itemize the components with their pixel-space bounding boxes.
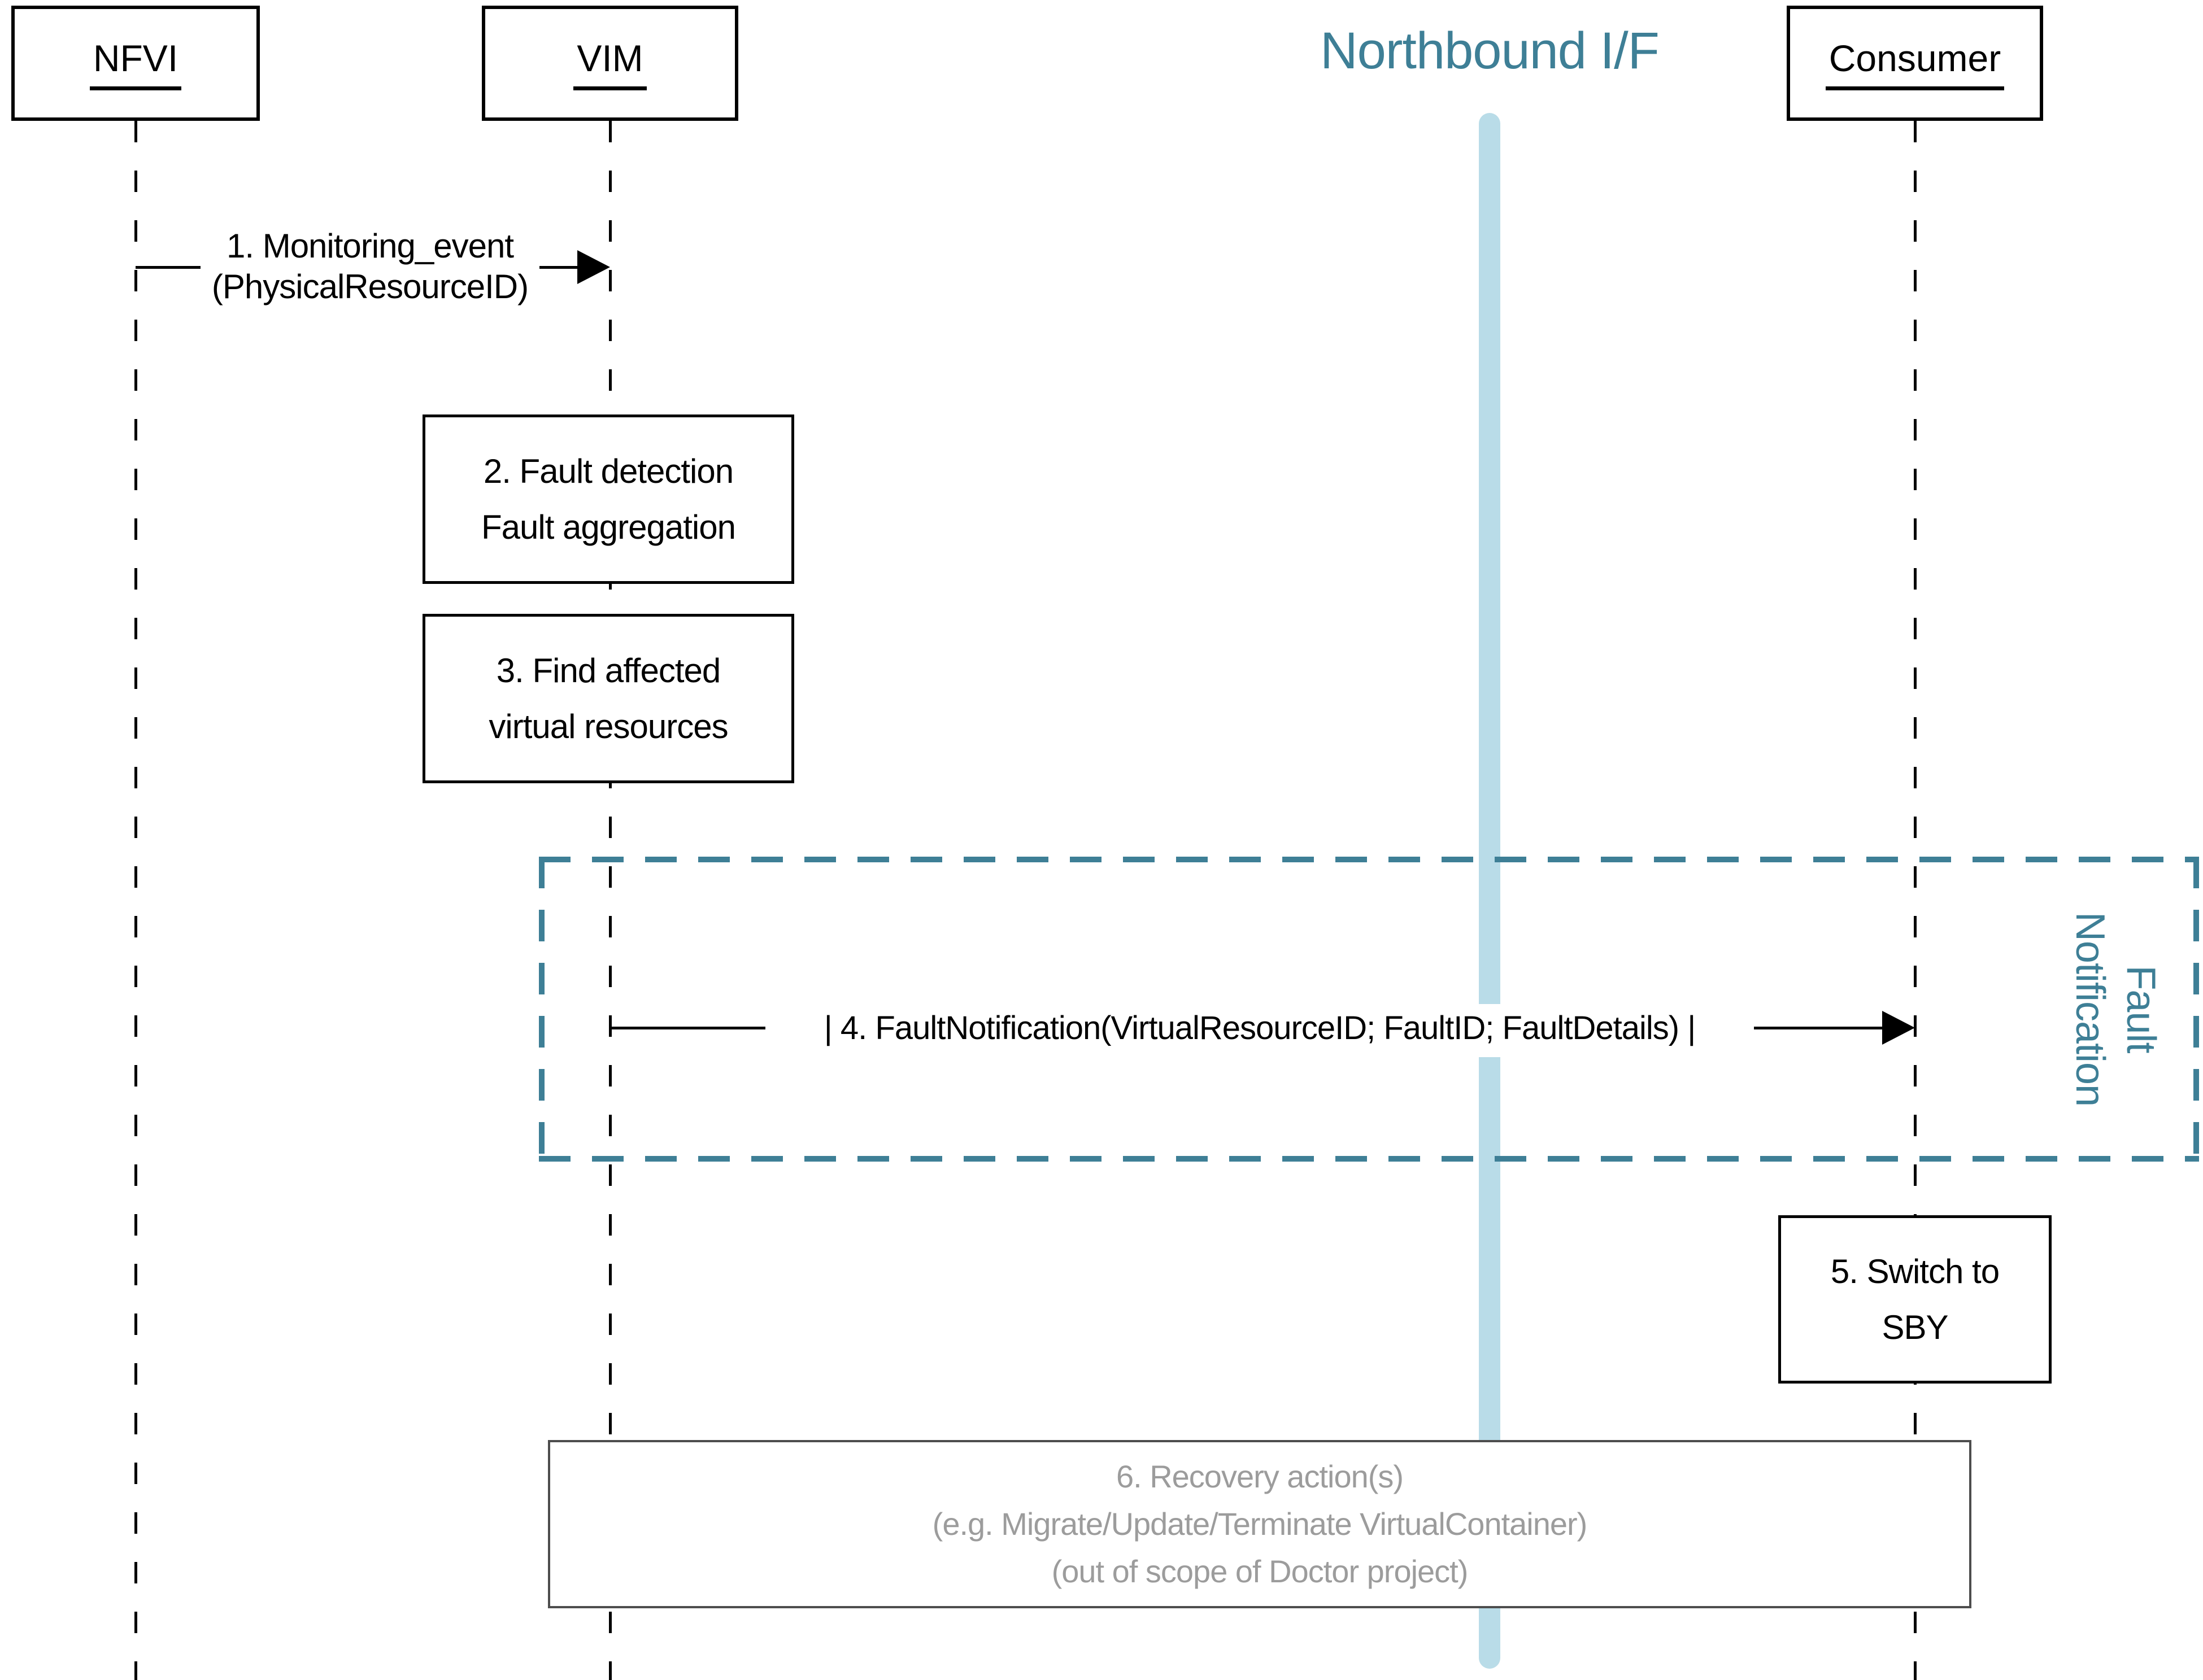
activity-2-line2: Fault aggregation xyxy=(481,508,736,546)
activity-3-line2: virtual resources xyxy=(489,708,728,745)
frame-border-top xyxy=(539,857,2199,862)
message-1-arrowhead-icon xyxy=(577,250,610,284)
actor-label-vim: VIM xyxy=(573,37,647,90)
message-1-label-line2: (PhysicalResourceID) xyxy=(211,268,529,306)
consumer-lifeline xyxy=(1914,121,1917,1680)
frame-border-right xyxy=(2193,857,2199,1162)
vim-lifeline xyxy=(609,121,612,1680)
fault-notification-frame xyxy=(539,857,2199,1162)
message-4-label: | 4. FaultNotification(VirtualResourceID… xyxy=(765,1004,1754,1057)
actor-box-vim: VIM xyxy=(482,6,738,121)
activity-5-line2: SBY xyxy=(1882,1308,1948,1346)
message-1-label-line1: 1. Monitoring_event xyxy=(227,227,514,265)
activity-6-line3: (out of scope of Doctor project) xyxy=(1051,1554,1469,1589)
actor-label-consumer: Consumer xyxy=(1825,37,2005,90)
actor-box-consumer: Consumer xyxy=(1787,6,2043,121)
message-4-arrowhead-icon xyxy=(1882,1011,1915,1045)
fault-notification-label-line1: Fault xyxy=(2118,965,2163,1053)
activity-6-line1: 6. Recovery action(s) xyxy=(1116,1459,1404,1494)
actor-label-nfvi: NFVI xyxy=(89,37,182,90)
activity-3-line1: 3. Find affected xyxy=(496,652,721,690)
activity-box-find-affected: 3. Find affected virtual resources xyxy=(423,614,794,783)
activity-2-line1: 2. Fault detection xyxy=(483,452,734,490)
nfvi-lifeline xyxy=(134,121,137,1680)
frame-border-bottom xyxy=(539,1156,2199,1162)
activity-5-line1: 5. Switch to xyxy=(1830,1253,2000,1290)
fault-notification-label-line2: Notification xyxy=(2067,911,2113,1107)
fault-notification-label: Fault Notification xyxy=(2065,879,2166,1139)
northbound-interface-title: Northbound I/F xyxy=(1320,22,1660,80)
activity-box-fault-detection: 2. Fault detection Fault aggregation xyxy=(423,414,794,584)
activity-6-line2: (e.g. Migrate/Update/Terminate VirtualCo… xyxy=(932,1506,1588,1542)
actor-box-nfvi: NFVI xyxy=(11,6,260,121)
frame-border-left xyxy=(539,857,545,1162)
activity-box-recovery-actions: 6. Recovery action(s) (e.g. Migrate/Upda… xyxy=(548,1440,1971,1608)
activity-box-switch-to-sby: 5. Switch to SBY xyxy=(1778,1215,2052,1384)
northbound-interface-band xyxy=(1479,113,1500,1669)
message-1-label: 1. Monitoring_event (PhysicalResourceID) xyxy=(201,224,539,313)
